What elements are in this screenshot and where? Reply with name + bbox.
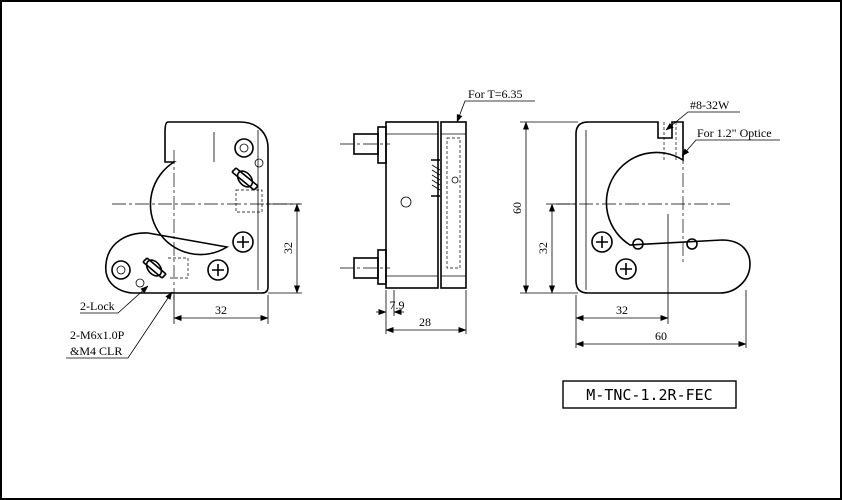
side-dim-small: 7.9 — [390, 298, 405, 312]
side-optic-plate — [440, 121, 467, 289]
rear-dim-height: 60 — [510, 202, 524, 214]
side-hidden-optic — [446, 137, 461, 269]
phillips-screw-upper — [232, 231, 254, 253]
front-body-outline — [105, 121, 269, 294]
side-pin — [451, 176, 459, 184]
thickness-leader — [456, 100, 535, 123]
lock-label: 2-Lock — [80, 299, 115, 313]
rear-hidden-thread — [663, 122, 677, 160]
thickness-label: For T=6.35 — [468, 87, 523, 101]
rear-dim-width: 60 — [655, 329, 667, 343]
thread-leader — [665, 111, 740, 131]
side-hole — [400, 196, 412, 208]
lock-knob-lower — [142, 257, 167, 279]
rear-dim-center-height: 32 — [536, 242, 550, 254]
phillips-screw-lower — [207, 259, 229, 281]
front-top-pin — [254, 158, 264, 168]
thread-label: #8-32W — [690, 98, 730, 112]
rear-dim-center-width: 32 — [616, 303, 628, 317]
mount-label-line2: &M4 CLR — [70, 344, 122, 358]
mount-leader — [66, 291, 173, 359]
front-top-screw-head — [239, 143, 249, 153]
side-spring-caps — [431, 159, 440, 197]
side-main-block — [385, 121, 439, 289]
rear-body-outline — [575, 121, 751, 294]
front-top-screw — [234, 138, 254, 158]
side-dim-depth: 28 — [419, 315, 431, 329]
part-number: M-TNC-1.2R-FEC — [586, 386, 712, 404]
front-dim-vertical: 32 — [281, 242, 295, 254]
rear-phillips-screw-upper — [591, 231, 613, 253]
mount-label-line1: 2-M6x1.0P — [70, 328, 125, 342]
optic-label: For 1.2" Optice — [697, 126, 772, 140]
side-screw-head-bottom — [377, 249, 387, 285]
title-box — [562, 380, 737, 409]
side-screw-head-top — [377, 126, 387, 164]
rear-phillips-screw-lower — [615, 258, 637, 280]
front-dim-horizontal: 32 — [215, 303, 227, 317]
side-spring — [431, 164, 441, 191]
front-bottom-screw-head — [116, 265, 126, 275]
front-bottom-pin — [135, 278, 145, 288]
lock-knob-upper — [231, 167, 259, 191]
side-view: For T=6.35 7.9 28 — [340, 87, 535, 334]
title-block: M-TNC-1.2R-FEC — [562, 380, 737, 409]
lock-leader — [80, 285, 149, 314]
rear-pin-right — [686, 238, 698, 250]
optic-leader — [681, 139, 780, 157]
rear-pin-left — [632, 238, 644, 250]
front-hidden-thread — [168, 257, 189, 279]
front-bottom-screw — [111, 260, 131, 280]
rear-view: #8-32W For 1.2" Optice 60 32 32 60 — [510, 98, 780, 348]
front-view: 32 32 2-Lock 2-M6x1.0P &M4 CLR — [66, 121, 302, 359]
